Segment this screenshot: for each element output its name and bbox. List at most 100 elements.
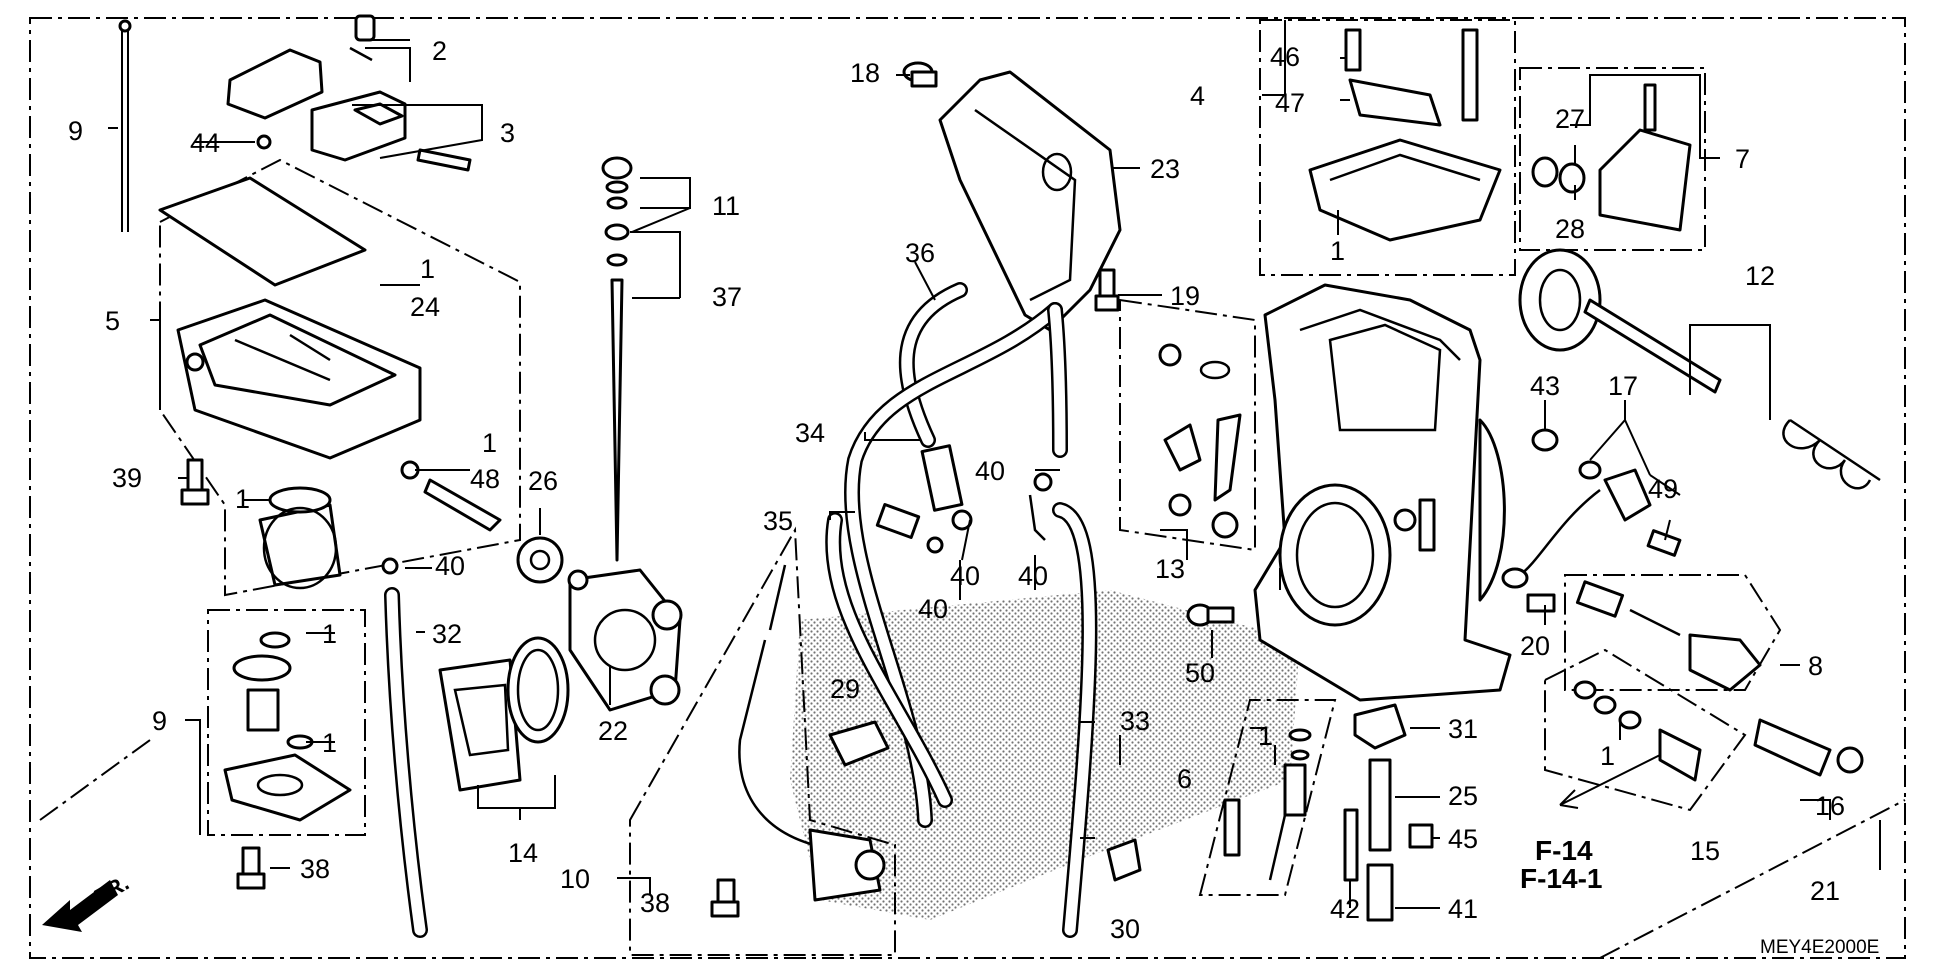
label-1f: 1 (1258, 721, 1273, 751)
label-17: 17 (1608, 371, 1638, 401)
diaphragm-assembly (223, 631, 352, 822)
screw-18 (902, 61, 938, 88)
label-25: 25 (1448, 781, 1478, 811)
gasket-14 (438, 636, 570, 792)
label-34: 34 (795, 418, 825, 448)
label-2: 2 (432, 36, 447, 66)
reference-f14-1[interactable]: F-14-1 (1520, 863, 1602, 894)
label-9b: 9 (152, 706, 167, 736)
jet-parts (1343, 703, 1434, 922)
sensor-17 (1501, 428, 1682, 589)
label-22: 22 (598, 716, 628, 746)
label-29: 29 (830, 674, 860, 704)
needle-box (1198, 699, 1337, 896)
label-50: 50 (1185, 658, 1215, 688)
label-49: 49 (1648, 474, 1678, 504)
top-lid (1308, 28, 1502, 242)
screw-50 (1186, 603, 1235, 627)
lever-box (629, 526, 896, 956)
front-arrow-icon (42, 880, 118, 932)
label-40d: 40 (1018, 561, 1048, 591)
label-18: 18 (850, 58, 880, 88)
label-38a: 38 (300, 854, 330, 884)
label-3: 3 (500, 118, 515, 148)
screw-38-left (236, 846, 266, 890)
label-1d: 1 (322, 619, 337, 649)
label-31: 31 (1448, 714, 1478, 744)
label-4: 4 (1190, 81, 1205, 111)
label-28: 28 (1555, 214, 1585, 244)
label-41: 41 (1448, 894, 1478, 924)
part-labels: 2 3 44 9 5 1 24 39 1 1 48 26 40 32 1 1 9… (68, 36, 1845, 944)
label-15: 15 (1690, 836, 1720, 866)
label-32: 32 (432, 619, 462, 649)
label-33: 33 (1120, 706, 1150, 736)
label-43: 43 (1530, 371, 1560, 401)
leader-lines (108, 20, 1881, 909)
needle-6 (1223, 728, 1312, 881)
label-38b: 38 (640, 888, 670, 918)
label-26: 26 (528, 466, 558, 496)
label-9a: 9 (68, 116, 83, 146)
shading-area (790, 590, 1300, 920)
screw-20 (1526, 593, 1556, 613)
label-19: 19 (1170, 281, 1200, 311)
label-20: 20 (1520, 631, 1550, 661)
screw-39 (180, 458, 210, 506)
label-40e: 40 (918, 594, 948, 624)
label-14: 14 (508, 838, 538, 868)
rod-part (118, 19, 132, 232)
label-47: 47 (1275, 88, 1305, 118)
label-1c: 1 (482, 428, 497, 458)
float-chamber (158, 176, 422, 590)
screw-38-center (710, 878, 740, 918)
arrow-to-ref (1559, 754, 1661, 809)
label-16: 16 (1815, 791, 1845, 821)
label-1h: 1 (1600, 741, 1615, 771)
label-8: 8 (1808, 651, 1823, 681)
label-7: 7 (1735, 144, 1750, 174)
label-11: 11 (712, 191, 740, 221)
screw-44 (256, 134, 272, 150)
label-48: 48 (470, 464, 500, 494)
shaft-12 (1518, 248, 1722, 394)
label-6: 6 (1177, 764, 1192, 794)
label-1e: 1 (322, 728, 337, 758)
hoses (825, 282, 1098, 938)
label-27: 27 (1555, 104, 1585, 134)
label-36: 36 (905, 238, 935, 268)
cover-23 (938, 70, 1122, 332)
jet-needle (601, 156, 633, 562)
label-1b: 1 (235, 484, 250, 514)
spring-12 (1782, 418, 1881, 490)
bracket-30 (1106, 838, 1142, 882)
bracket-29 (828, 720, 890, 767)
label-44: 44 (190, 128, 220, 158)
outer-frame (29, 17, 1906, 959)
label-30: 30 (1110, 914, 1140, 944)
ring-26 (516, 536, 564, 584)
label-37: 37 (712, 282, 742, 312)
label-10: 10 (560, 864, 590, 894)
diagram-code: MEY4E2000E (1760, 937, 1879, 958)
label-40c: 40 (950, 561, 980, 591)
label-39: 39 (112, 463, 142, 493)
label-23: 23 (1150, 154, 1180, 184)
label-13: 13 (1155, 554, 1185, 584)
label-46: 46 (1270, 42, 1300, 72)
diaphragm-box (207, 609, 366, 836)
carburetor-body (1253, 283, 1512, 702)
label-40b: 40 (975, 456, 1005, 486)
housing-22 (567, 568, 683, 712)
label-1g: 1 (1330, 236, 1345, 266)
assembly-boundary (39, 739, 1906, 959)
label-42: 42 (1330, 894, 1360, 924)
lid-box (1259, 19, 1516, 276)
label-40a: 40 (435, 551, 465, 581)
bracket-7 (1531, 83, 1692, 232)
label-45: 45 (1448, 824, 1478, 854)
reference-f14[interactable]: F-14 (1535, 835, 1593, 866)
label-5: 5 (105, 306, 120, 336)
